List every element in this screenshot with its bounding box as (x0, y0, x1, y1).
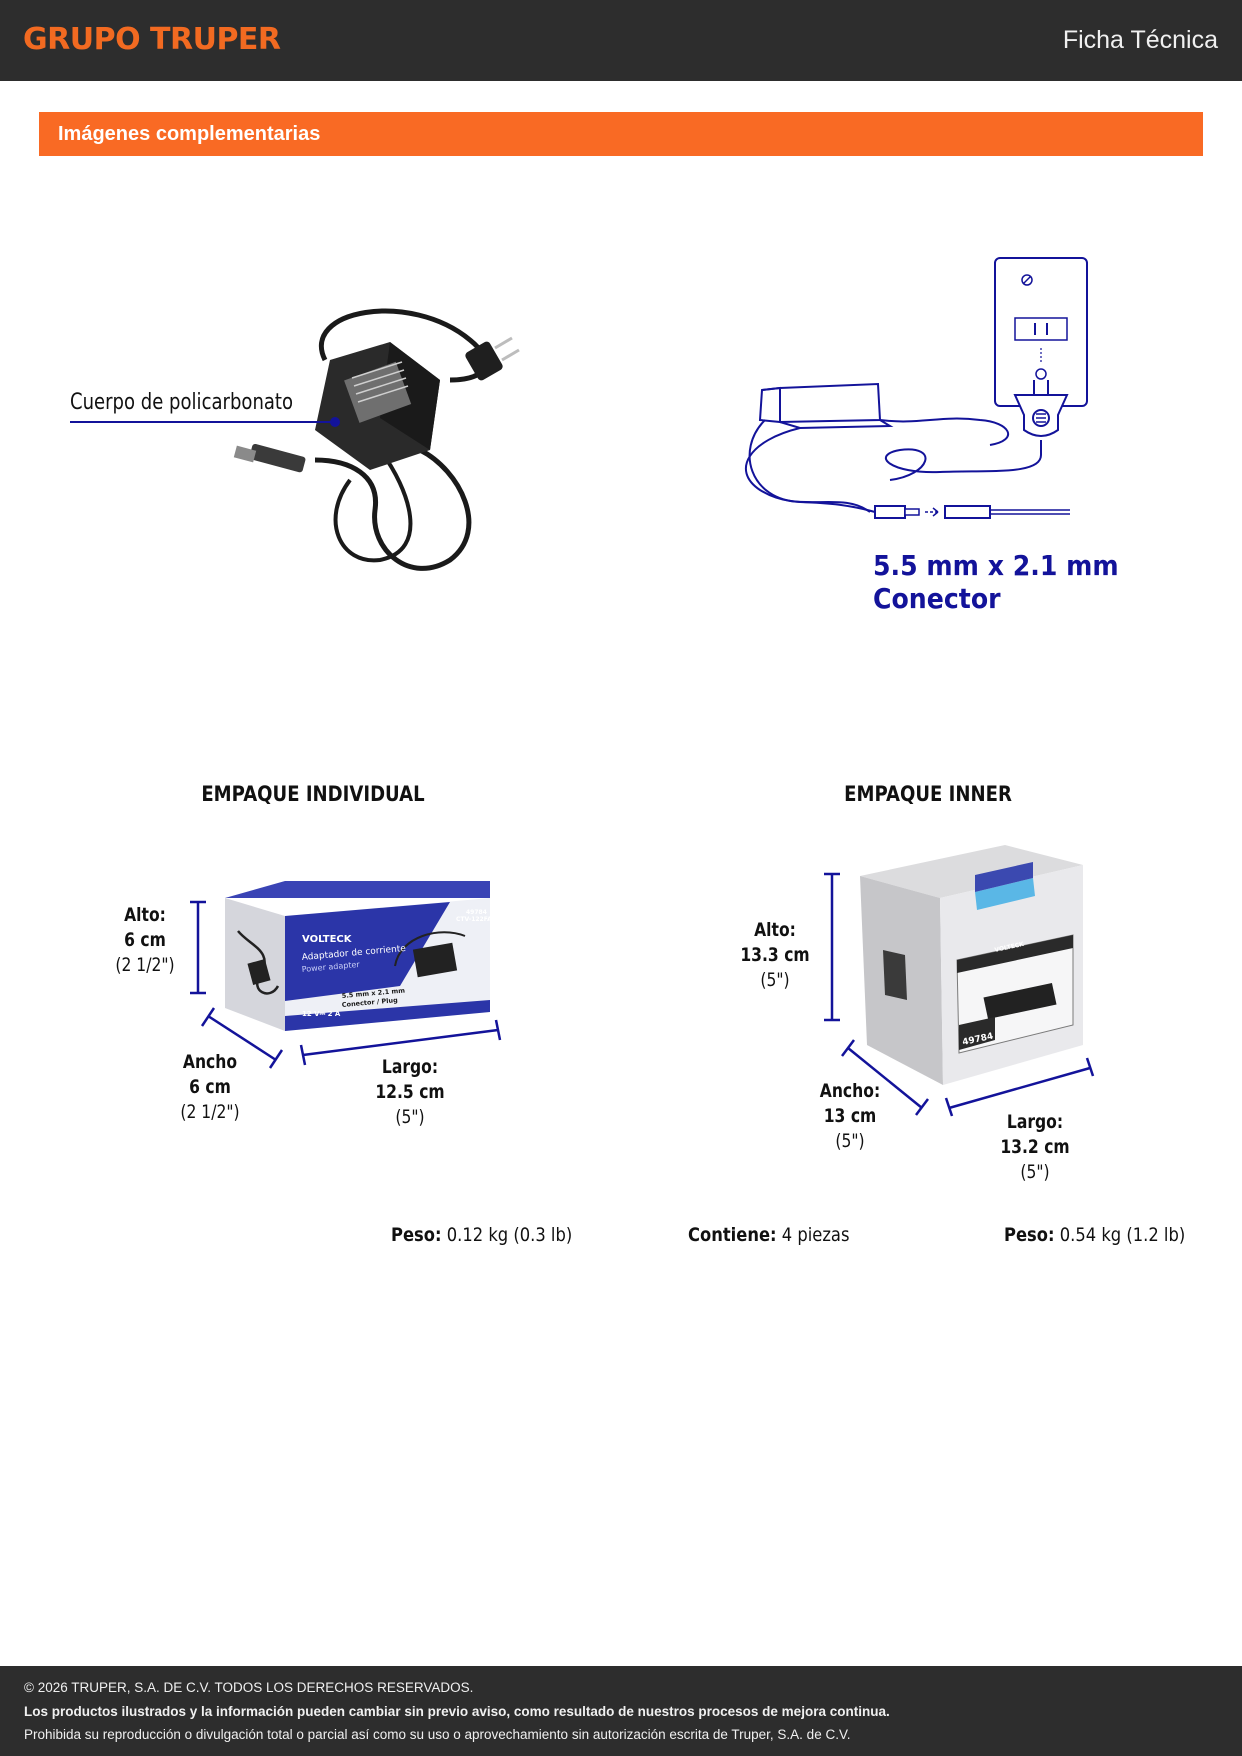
box-code-text: 49784 (466, 909, 487, 916)
individual-weight-value: 0.12 kg (0.3 lb) (446, 1224, 573, 1246)
individual-weight-label: Peso: (391, 1224, 442, 1246)
outlet-usage-illustration (744, 257, 1088, 519)
inner-length-dimension-line (944, 1057, 1095, 1117)
inner-box-brand-text: VOLTECK (994, 941, 1025, 954)
individual-box-illustration (225, 881, 490, 1031)
section-title: Imágenes complementarias (58, 123, 321, 145)
inner-width-label: Ancho: 13 cm (5") (819, 1080, 881, 1152)
box-rating-text: 12 V⎓ 2 A (302, 1010, 341, 1018)
individual-width-label: Ancho 6 cm (2 1/2") (180, 1051, 240, 1123)
individual-height-dimension-line (190, 900, 206, 995)
inner-box-print-text: VOLTECK 49784 (962, 941, 1025, 1048)
footer-prohibition: Prohibida su reproducción o divulgación … (24, 1727, 851, 1742)
power-adapter-illustration (233, 308, 520, 571)
footer-copyright: © 2026 TRUPER, S.A. DE C.V. TODOS LOS DE… (24, 1680, 474, 1695)
section-header-bar: Imágenes complementarias (39, 112, 1203, 156)
individual-box-print-text: VOLTECK Adaptador de corriente Power ada… (301, 909, 492, 1018)
box-brand-text: VOLTECK (302, 934, 353, 945)
inner-weight-value: 0.54 kg (1.2 lb) (1059, 1224, 1186, 1246)
connector-spec: 5.5 mm x 2.1 mm Conector (873, 549, 1119, 615)
individual-height-label: Alto: 6 cm (2 1/2") (115, 904, 175, 976)
document-type-title: Ficha Técnica (1062, 26, 1218, 54)
inner-package-title: EMPAQUE INNER (844, 782, 1012, 806)
inner-box-illustration (860, 845, 1083, 1085)
inner-contents: Contiene: 4 piezas (688, 1224, 849, 1246)
connector-label: Conector (873, 582, 1001, 615)
individual-length-label: Largo: 12.5 cm (5") (375, 1056, 445, 1128)
inner-box-code-text: 49784 (962, 1032, 995, 1048)
inner-height-dimension-line (824, 872, 840, 1022)
individual-weight: Peso: 0.12 kg (0.3 lb) (391, 1224, 572, 1246)
box-model-text: CTV-122FA (456, 916, 492, 923)
inner-contents-label: Contiene: (688, 1224, 777, 1246)
page-header: GRUPO TRUPER Ficha Técnica (0, 0, 1242, 81)
individual-length-dimension-line (299, 1019, 502, 1066)
inner-weight-label: Peso: (1004, 1224, 1055, 1246)
callout-polycarbonate-body: Cuerpo de policarbonato (70, 390, 294, 415)
inner-length-label: Largo: 13.2 cm (5") (1000, 1111, 1070, 1183)
connector-size: 5.5 mm x 2.1 mm (873, 549, 1119, 582)
inner-height-label: Alto: 13.3 cm (5") (740, 919, 810, 991)
individual-width-dimension-line (200, 1007, 284, 1069)
inner-contents-value: 4 piezas (781, 1224, 850, 1246)
individual-package-title: EMPAQUE INDIVIDUAL (201, 782, 425, 806)
truper-logo: GRUPO TRUPER (23, 22, 281, 57)
page-footer: © 2026 TRUPER, S.A. DE C.V. TODOS LOS DE… (0, 1666, 1242, 1756)
footer-notice: Los productos ilustrados y la informació… (24, 1704, 890, 1719)
inner-weight: Peso: 0.54 kg (1.2 lb) (1004, 1224, 1185, 1246)
callout-line (70, 421, 336, 423)
inner-width-dimension-line (841, 1039, 929, 1116)
